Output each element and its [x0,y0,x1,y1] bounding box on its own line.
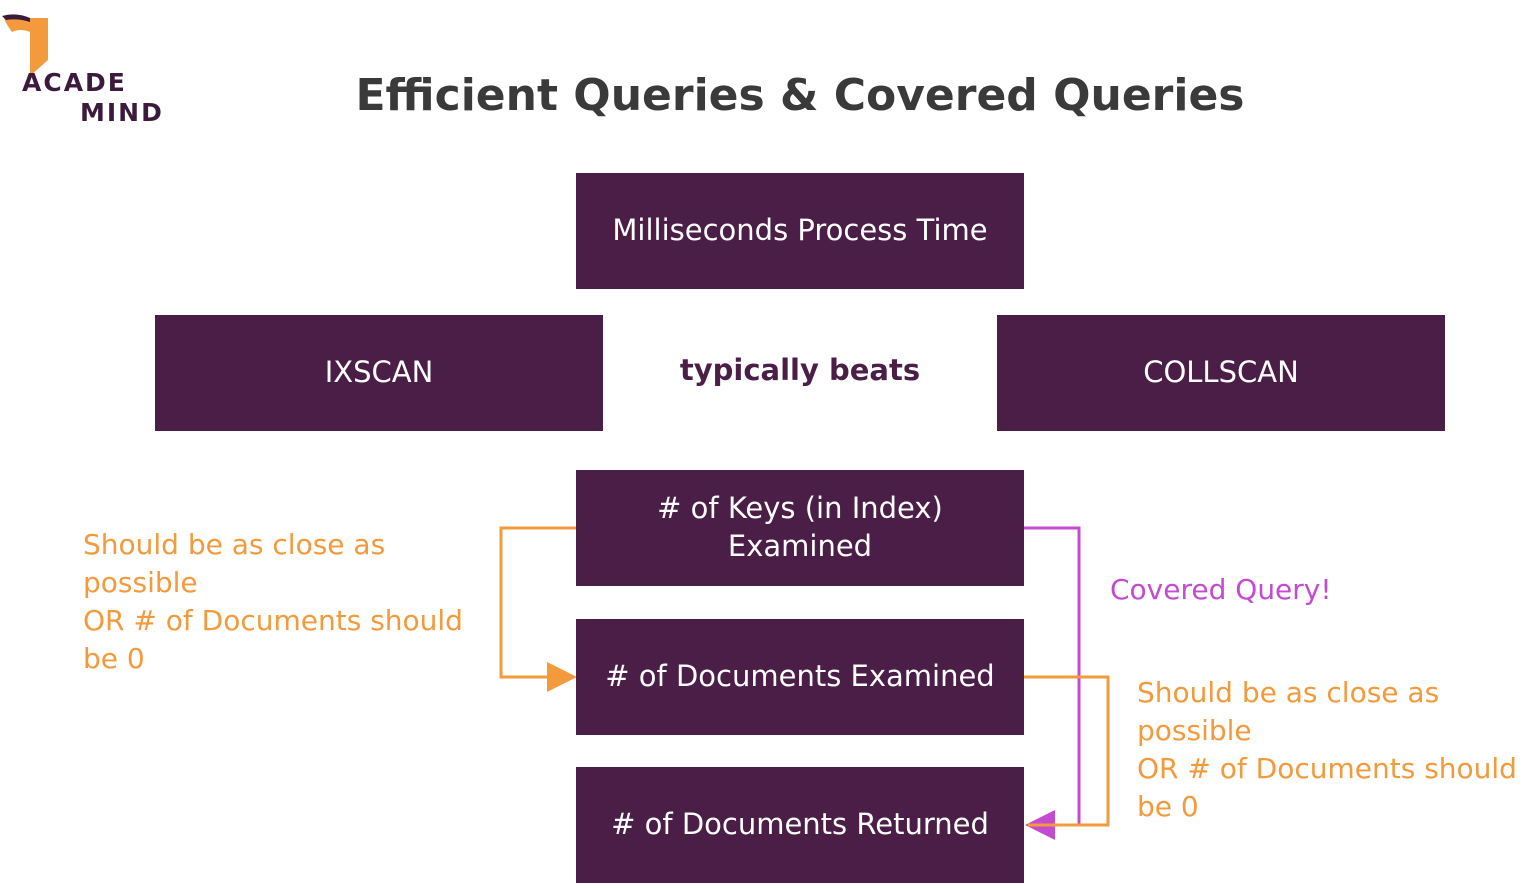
covered-query-label: Covered Query! [1110,573,1332,606]
docs-returned-label: # of Documents Returned [611,807,989,842]
right-orange-connector [1024,675,1110,827]
logo-text-line1: ACADE [22,68,127,97]
left-orange-connector [499,526,578,692]
collscan-label: COLLSCAN [1143,355,1299,390]
typically-beats-label: typically beats [679,353,921,387]
ixscan-box: IXSCAN [155,315,603,431]
process-time-box: Milliseconds Process Time [576,173,1024,289]
ixscan-label: IXSCAN [324,355,434,390]
keys-examined-label: # of Keys (in Index) Examined [657,491,943,563]
docs-examined-box: # of Documents Examined [576,619,1024,735]
logo-bookmark-icon [2,14,48,76]
keys-examined-box: # of Keys (in Index) Examined [576,470,1024,586]
slide-title: Efficient Queries & Covered Queries [355,70,1245,121]
process-time-label: Milliseconds Process Time [612,213,988,248]
collscan-box: COLLSCAN [997,315,1445,431]
right-note: Should be as close as possible OR # of D… [1137,676,1517,823]
logo-text-line2: MIND [80,98,164,127]
docs-returned-box: # of Documents Returned [576,767,1024,883]
left-note: Should be as close as possible OR # of D… [83,528,463,675]
academind-logo: ACADE MIND [0,14,175,125]
docs-examined-label: # of Documents Examined [605,659,995,694]
